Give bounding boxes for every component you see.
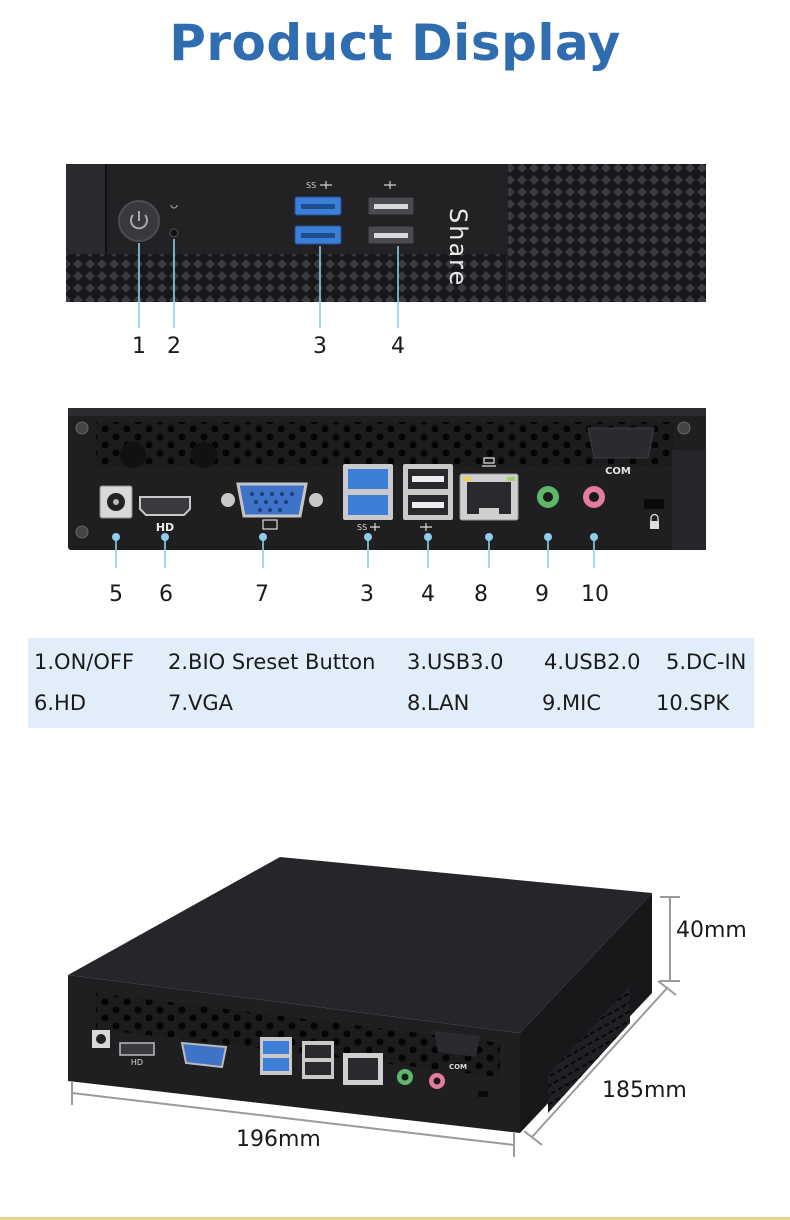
isometric-view-figure: HD COM 40mm 185mm 196mm: [68, 857, 747, 1157]
rear-callout-lines: [115, 537, 595, 568]
front-callout-1: 1: [132, 334, 146, 359]
reset-button[interactable]: [169, 204, 179, 238]
rear-callout-6: 6: [159, 582, 173, 607]
power-button[interactable]: [118, 200, 160, 242]
iso-hd-port: [119, 1042, 155, 1056]
legend-item-7: 7.VGA: [168, 691, 234, 715]
iso-vga-port: [180, 1041, 228, 1069]
page-title: Product Display: [169, 14, 621, 72]
rear-view-figure: HD SS: [68, 408, 706, 607]
lock-icon: [650, 521, 659, 529]
front-view-figure: SS Share 1 2 3 4: [66, 164, 706, 359]
height-dimension-label: 40mm: [676, 918, 747, 943]
front-callout-3: 3: [313, 334, 327, 359]
rear-usb2-logo-icon: [420, 523, 432, 531]
iso-com-cover: [434, 1031, 480, 1057]
usb2-logo-icon: [384, 181, 396, 189]
lan-port: [459, 457, 519, 521]
port-legend: 1.ON/OFF 2.BIO Sreset Button 3.USB3.0 4.…: [28, 638, 754, 728]
front-callout-2: 2: [167, 334, 181, 359]
legend-item-1: 1.ON/OFF: [34, 650, 135, 674]
legend-item-6: 6.HD: [34, 691, 86, 715]
depth-dimension-line: [531, 986, 669, 1138]
dc-in-port: [99, 485, 133, 519]
depth-dimension-label: 185mm: [602, 1078, 687, 1103]
legend-item-9: 9.MIC: [542, 691, 602, 715]
legend-item-10: 10.SPK: [656, 691, 730, 715]
width-dimension-line: [71, 1092, 515, 1146]
legend-item-2: 2.BIO Sreset Button: [168, 650, 376, 674]
rear-usb3-logo-icon: [370, 523, 380, 531]
rear-callout-8: 8: [474, 582, 488, 607]
monitor-icon: [262, 519, 278, 530]
legend-item-4: 4.USB2.0: [544, 650, 641, 674]
usb3-logo-icon: [320, 181, 332, 189]
front-callout-4: 4: [391, 334, 405, 359]
dimension-lines: [71, 896, 680, 1157]
spk-port: [583, 486, 605, 508]
rear-callout-5: 5: [109, 582, 123, 607]
rear-callout-10: 10: [581, 582, 609, 607]
rear-usb2-ports: [403, 464, 453, 531]
kensington-lock: [644, 499, 664, 529]
iso-hd-label: HD: [131, 1058, 143, 1067]
width-dimension-label: 196mm: [236, 1127, 321, 1152]
brand-logo: Share: [444, 208, 472, 287]
rear-callout-7: 7: [255, 582, 269, 607]
hd-label: HD: [156, 521, 174, 534]
rear-callout-4b: 4: [421, 582, 435, 607]
network-icon: [482, 457, 496, 467]
legend-item-3: 3.USB3.0: [407, 650, 504, 674]
legend-item-5: 5.DC-IN: [666, 650, 747, 674]
iso-kensington-lock: [478, 1091, 488, 1097]
rear-usb3-ports: SS: [343, 464, 393, 532]
iso-com-label: COM: [449, 1063, 467, 1071]
bottom-rule: [0, 1217, 790, 1220]
front-usb2-ports: [367, 181, 415, 245]
hd-port: HD: [139, 496, 191, 534]
rear-chassis: [68, 408, 706, 550]
front-usb3-ports: SS: [294, 181, 342, 245]
isometric-chassis: [68, 857, 652, 1133]
rear-callout-9: 9: [535, 582, 549, 607]
vga-port: [221, 482, 323, 530]
usb3-mark: SS: [306, 181, 316, 190]
com-label: COM: [605, 466, 631, 477]
front-callout-lines: [138, 239, 399, 328]
legend-item-8: 8.LAN: [407, 691, 470, 715]
mic-port: [537, 486, 559, 508]
com-port-cover: COM: [587, 427, 655, 477]
rear-callout-3b: 3: [360, 582, 374, 607]
rear-usb3-mark: SS: [357, 523, 367, 532]
